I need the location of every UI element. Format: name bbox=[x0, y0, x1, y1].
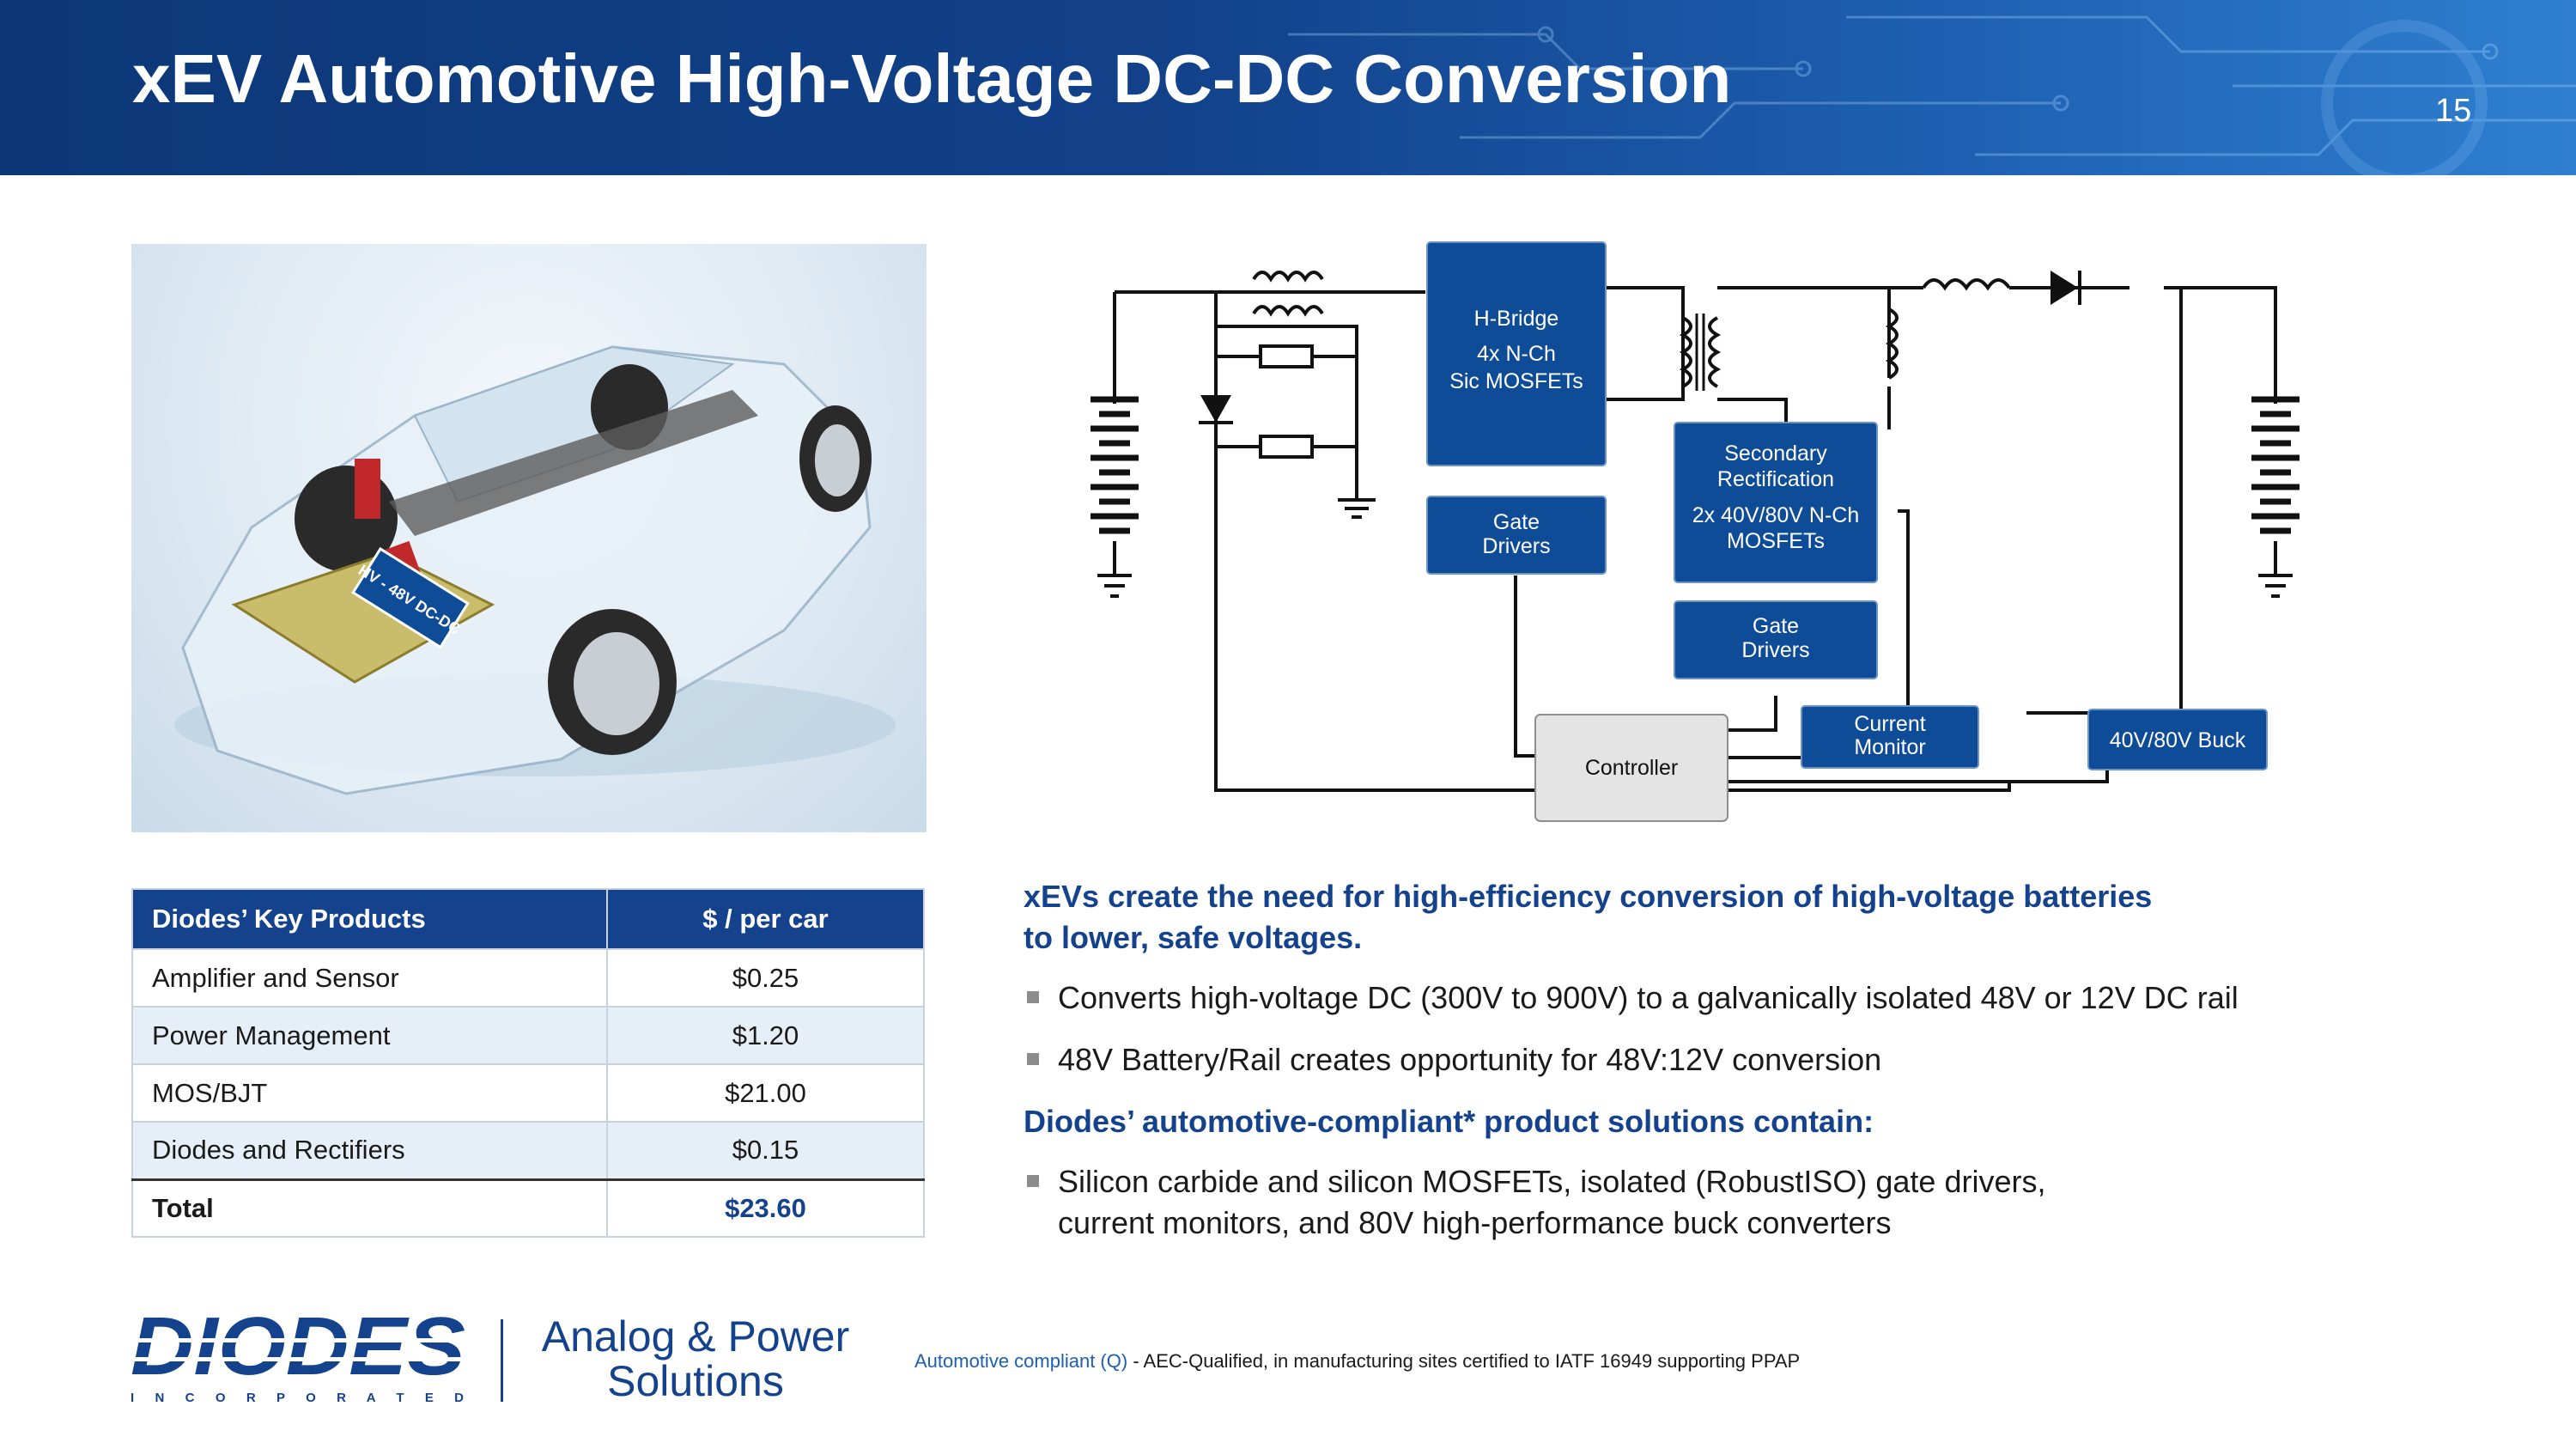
dc-dc-block-diagram: H-Bridge 4x N-Ch Sic MOSFETs Gate Driver… bbox=[1091, 241, 2300, 822]
intro-heading-line2: to lower, safe voltages. bbox=[1024, 920, 1363, 955]
table-row: Amplifier and Sensor $0.25 bbox=[131, 948, 925, 1008]
gate-drivers-label: Gate bbox=[1493, 510, 1540, 534]
car-illustration: HV - 48V DC-DC bbox=[131, 244, 927, 832]
secondary-label: MOSFETs bbox=[1727, 529, 1825, 553]
current-monitor-label: Current bbox=[1854, 712, 1925, 736]
gate-drivers-label: Gate bbox=[1753, 614, 1799, 638]
column-header-price: $ / per car bbox=[606, 888, 925, 950]
buck-label: 40V/80V Buck bbox=[2110, 728, 2246, 752]
logo-subtext: I N C O R P O R A T E D bbox=[131, 1391, 464, 1405]
page-title: xEV Automotive High-Voltage DC-DC Conver… bbox=[132, 40, 1732, 117]
bullet-item: 48V Battery/Rail creates opportunity for… bbox=[1024, 1039, 2363, 1081]
footnote-text: - AEC-Qualified, in manufacturing sites … bbox=[1127, 1350, 1801, 1372]
product-name: MOS/BJT bbox=[131, 1063, 608, 1123]
gate-drivers-block-2: Gate Drivers bbox=[1674, 600, 1878, 679]
circuit-pattern bbox=[1288, 15, 2576, 175]
footnote-term: Automotive compliant (Q) bbox=[914, 1350, 1128, 1372]
total-label: Total bbox=[131, 1178, 608, 1238]
diodes-logo: DIODES I N C O R P O R A T E D bbox=[131, 1312, 465, 1405]
product-price: $0.15 bbox=[606, 1121, 925, 1180]
table-row: Power Management $1.20 bbox=[131, 1006, 925, 1065]
bullet-item: Silicon carbide and silicon MOSFETs, iso… bbox=[1024, 1161, 2363, 1244]
buck-converter-block: 40V/80V Buck bbox=[2087, 709, 2268, 770]
table-row: Diodes and Rectifiers $0.15 bbox=[131, 1121, 925, 1180]
intro-heading-line1: xEVs create the need for high-efficiency… bbox=[1024, 879, 2153, 914]
controller-label: Controller bbox=[1585, 756, 1678, 780]
table-row: MOS/BJT $21.00 bbox=[131, 1063, 925, 1123]
hbridge-label: 4x N-Ch bbox=[1477, 342, 1556, 366]
product-price: $21.00 bbox=[606, 1063, 925, 1123]
page-number: 15 bbox=[2435, 93, 2472, 129]
gate-drivers-label: Drivers bbox=[1741, 638, 1809, 662]
footnote: Automotive compliant (Q) - AEC-Qualified… bbox=[914, 1350, 1800, 1373]
product-price: $1.20 bbox=[606, 1006, 925, 1065]
secondary-label: 2x 40V/80V N-Ch bbox=[1692, 503, 1860, 527]
bullet-text: 48V Battery/Rail creates opportunity for… bbox=[1058, 1042, 1882, 1077]
bullet-square-icon bbox=[1027, 991, 1039, 1003]
tagline-line1: Analog & Power bbox=[541, 1312, 850, 1361]
product-name: Power Management bbox=[131, 1006, 608, 1065]
hbridge-label: Sic MOSFETs bbox=[1449, 369, 1583, 393]
solutions-heading: Diodes’ automotive-compliant* product so… bbox=[1024, 1104, 1874, 1139]
logo-wordmark: DIODES bbox=[131, 1312, 465, 1392]
tagline: Analog & Power Solutions bbox=[524, 1314, 867, 1403]
secondary-label: Rectification bbox=[1717, 467, 1834, 491]
current-monitor-block: Current Monitor bbox=[1801, 705, 1979, 769]
bullet-item: Converts high-voltage DC (300V to 900V) … bbox=[1024, 977, 2363, 1019]
gate-drivers-block-1: Gate Drivers bbox=[1426, 496, 1607, 575]
hbridge-label: H-Bridge bbox=[1474, 307, 1559, 331]
secondary-rectification-block: Secondary Rectification 2x 40V/80V N-Ch … bbox=[1674, 422, 1878, 583]
bullet-square-icon bbox=[1027, 1053, 1039, 1065]
table-total-row: Total $23.60 bbox=[131, 1178, 925, 1238]
secondary-label: Secondary bbox=[1724, 441, 1827, 466]
hbridge-block: H-Bridge 4x N-Ch Sic MOSFETs bbox=[1426, 241, 1607, 466]
total-price: $23.60 bbox=[606, 1178, 925, 1238]
gate-drivers-label: Drivers bbox=[1482, 534, 1550, 558]
product-price: $0.25 bbox=[606, 948, 925, 1008]
car-graphic: HV - 48V DC-DC bbox=[174, 345, 896, 795]
battery-left-icon bbox=[1091, 396, 1139, 598]
product-name: Amplifier and Sensor bbox=[131, 948, 608, 1008]
column-header-products: Diodes’ Key Products bbox=[131, 888, 608, 950]
bullet-text: current monitors, and 80V high-performan… bbox=[1058, 1205, 1892, 1240]
key-products-table: Diodes’ Key Products $ / per car Amplifi… bbox=[131, 888, 925, 1238]
bullet-text: Converts high-voltage DC (300V to 900V) … bbox=[1058, 980, 2239, 1015]
battery-right-icon bbox=[2251, 396, 2300, 598]
bullet-square-icon bbox=[1027, 1175, 1039, 1187]
description-section: xEVs create the need for high-efficiency… bbox=[1024, 876, 2363, 1244]
current-monitor-label: Monitor bbox=[1854, 735, 1925, 759]
bullet-text: Silicon carbide and silicon MOSFETs, iso… bbox=[1058, 1164, 2046, 1199]
footer-divider bbox=[501, 1319, 503, 1402]
table-header-row: Diodes’ Key Products $ / per car bbox=[131, 888, 925, 950]
product-name: Diodes and Rectifiers bbox=[131, 1121, 608, 1180]
controller-block: Controller bbox=[1534, 714, 1728, 822]
tagline-line2: Solutions bbox=[607, 1357, 784, 1405]
header-banner: xEV Automotive High-Voltage DC-DC Conver… bbox=[0, 0, 2576, 175]
